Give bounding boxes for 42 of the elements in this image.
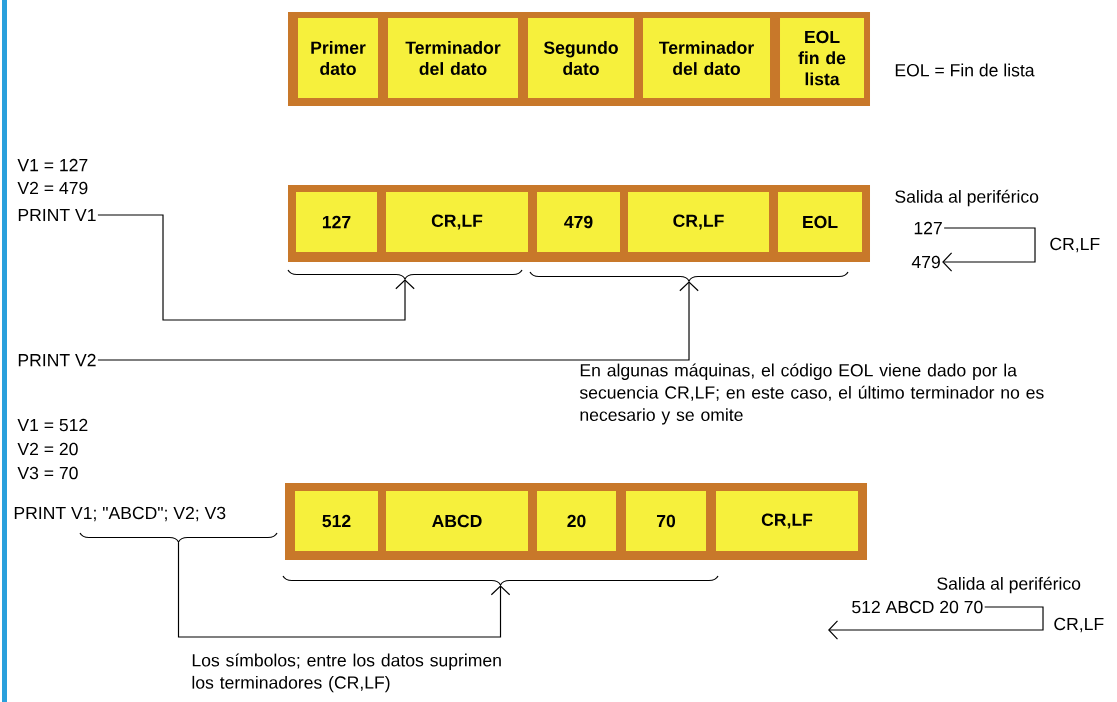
tape-cell: Terminador del dato (643, 18, 770, 98)
code-text: 512 ABCD 20 70 (852, 600, 983, 614)
tape-cell: 127 (296, 192, 377, 252)
note-text: En algunas máquinas, el código EOL viene dado por la secuencia CR,LF; en este caso, el último terminador no es necesario y se omite (579, 363, 1044, 425)
tape-cell: EOL fin de lista (780, 18, 864, 98)
tape-cell: CR,LF (386, 192, 528, 252)
curly-brace (529, 271, 849, 282)
tape-cell: 20 (537, 491, 616, 551)
tape-cell: 70 (626, 491, 706, 551)
output-caption: Salida al periférico (895, 189, 1039, 207)
tape-cell: EOL (778, 192, 862, 252)
code-text: PRINT V2 (18, 353, 96, 367)
tape-cell: 479 (537, 192, 620, 252)
curly-brace (282, 575, 719, 586)
variable-assignment: V2 = 20 (17, 442, 78, 456)
edge-label: CR,LF (1052, 616, 1106, 634)
code-text: PRINT V1 (18, 208, 96, 222)
connector-arrow (177, 541, 511, 638)
code-text: 127 (914, 221, 942, 235)
code-text: 479 (911, 255, 940, 269)
variable-assignment: V1 = 127 (17, 158, 88, 172)
connector-arrow (942, 227, 1036, 272)
tape-cell: CR,LF (716, 491, 858, 551)
output-caption: Salida al periférico (937, 576, 1081, 594)
tape-cell: Segundo dato (528, 18, 634, 98)
tape-cell: 512 (295, 491, 378, 551)
code-text: PRINT V1; "ABCD"; V2; V3 (14, 506, 226, 522)
note-text: Los símbolos; entre los datos suprimen los terminadores (CR,LF) (192, 653, 501, 693)
variable-assignment: V1 = 512 (17, 418, 88, 432)
curly-brace (287, 269, 523, 280)
connector-arrow (97, 281, 699, 361)
connector-arrow (97, 214, 415, 321)
tape-cell: CR,LF (628, 192, 769, 252)
tape-cell: Terminador del dato (388, 18, 518, 98)
variable-assignment: V2 = 479 (17, 181, 88, 195)
edge-label: CR,LF (1048, 236, 1102, 254)
tape-cell: Primer dato (298, 18, 378, 98)
tape-cell: ABCD (386, 491, 528, 551)
variable-assignment: V3 = 70 (17, 466, 78, 480)
legend-note: EOL = Fin de lista (895, 63, 1035, 77)
connector-arrow (828, 606, 1044, 640)
curly-brace (79, 532, 278, 543)
